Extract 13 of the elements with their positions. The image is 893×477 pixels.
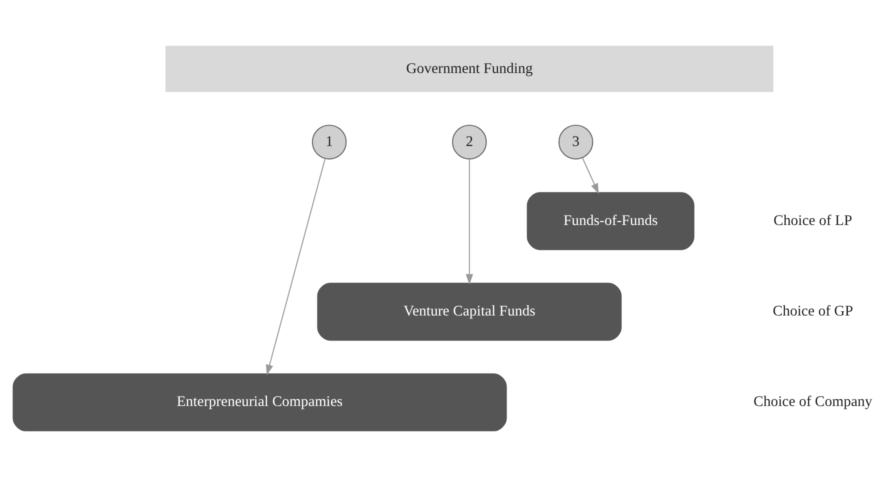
node-circle: 2 xyxy=(452,124,487,160)
label: Choice of GP xyxy=(772,304,854,320)
node-box: Enterpreneurial Compamies xyxy=(12,373,507,432)
label: Choice of LP xyxy=(774,213,852,230)
arrow xyxy=(266,158,326,376)
node-box: Government Funding xyxy=(165,46,774,92)
node-circle: 1 xyxy=(312,124,347,160)
node-circle: 3 xyxy=(558,124,594,160)
arrow xyxy=(466,159,474,285)
label: Choice of Company xyxy=(753,394,872,410)
node-box: Venture Capital Funds xyxy=(317,282,622,341)
arrow xyxy=(582,158,599,194)
node-box: Funds-of-Funds xyxy=(526,192,694,250)
